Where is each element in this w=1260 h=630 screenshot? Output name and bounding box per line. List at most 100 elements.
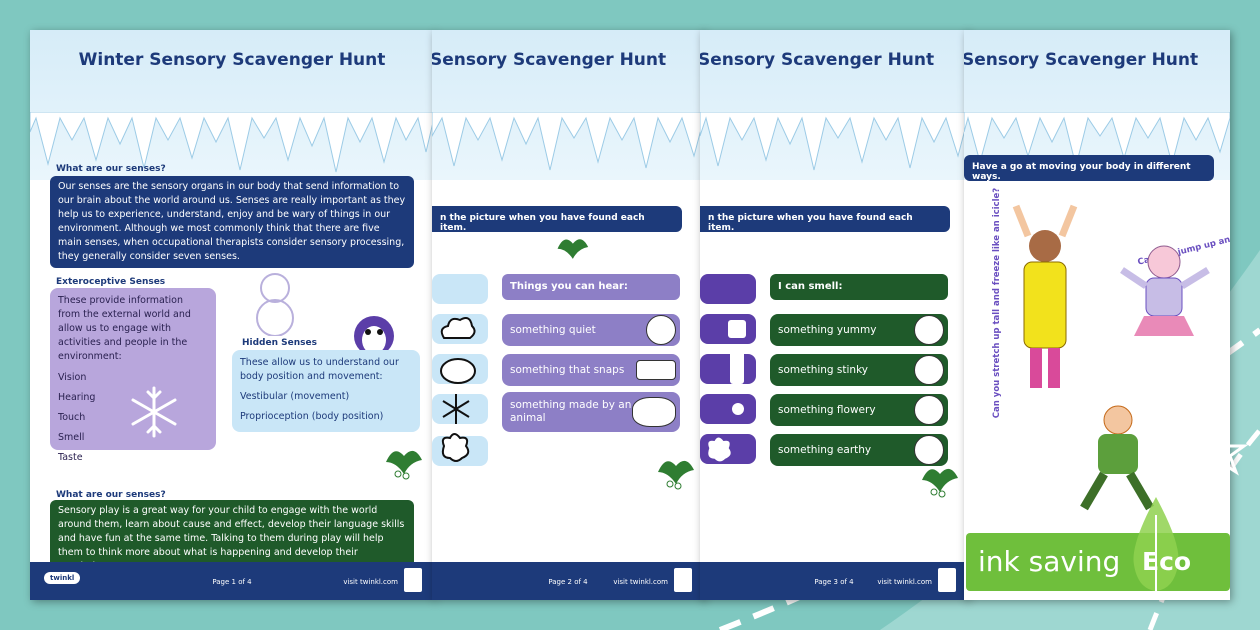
- picture-slot: [700, 394, 756, 424]
- hunt-item-label: something earthy: [778, 443, 872, 456]
- ink-saving-eco-badge: ink saving Eco: [966, 497, 1230, 591]
- picture-slot: [700, 434, 756, 464]
- page-top-band: [432, 30, 704, 180]
- picture-slot: [700, 314, 756, 344]
- page-top-band: [700, 30, 968, 180]
- worksheet-page-3: Sensory Scavenger Hunt n the picture whe…: [700, 30, 968, 600]
- hunt-item[interactable]: something that snaps: [502, 354, 680, 386]
- icicles-decoration: [964, 112, 1230, 167]
- page-number: Page 2 of 4: [548, 578, 588, 586]
- hidden-senses-heading: Hidden Senses: [242, 338, 317, 348]
- hidden-senses-body: These allow us to understand our body po…: [240, 357, 399, 382]
- quality-badge: [674, 568, 692, 592]
- holly-icon: [922, 468, 958, 498]
- hunt-item[interactable]: something flowery: [770, 394, 948, 426]
- worksheet-page-1: Winter Sensory Scavenger Hunt What are o…: [30, 30, 434, 600]
- exteroceptive-heading: Exteroceptive Senses: [56, 277, 166, 287]
- hidden-senses-box: These allow us to understand our body po…: [232, 350, 420, 432]
- face-icon: [646, 315, 676, 345]
- hunt-item-label: something quiet: [510, 323, 596, 336]
- picture-slot: [432, 274, 488, 304]
- senses-intro-box: Our senses are the sensory organs in our…: [50, 176, 414, 268]
- senses-list: Vision Hearing Touch Smell Taste: [58, 368, 208, 468]
- hunt-item[interactable]: something stinky: [770, 354, 948, 386]
- instruction-banner: n the picture when you have found each i…: [432, 206, 682, 233]
- hunt-item[interactable]: something quiet: [502, 314, 680, 346]
- hunt-item-label: something made by an animal: [510, 399, 632, 424]
- child-jumping-illustration: [1120, 245, 1210, 336]
- sense-item: Taste: [58, 452, 83, 463]
- worksheet-page-2: Sensory Scavenger Hunt n the picture whe…: [432, 30, 704, 600]
- section-heading: What are our senses?: [56, 164, 166, 174]
- sense-item: Smell: [58, 432, 85, 443]
- child-running-illustration: [1080, 405, 1154, 511]
- page-footer: Page 3 of 4 visit twinkl.com: [700, 562, 968, 600]
- page-number: Page 1 of 4: [212, 578, 252, 586]
- icicles-decoration: [700, 112, 968, 171]
- icicles-decoration: [432, 112, 704, 171]
- ink-saving-label: ink saving: [978, 545, 1121, 578]
- page-footer: Page 2 of 4 visit twinkl.com: [432, 562, 704, 600]
- hunt-item[interactable]: something yummy: [770, 314, 948, 346]
- stink-lines-icon: [914, 355, 944, 385]
- snowflake-icon: [131, 386, 177, 438]
- picture-slot: [700, 348, 756, 384]
- sense-item: Vision: [58, 372, 87, 383]
- worksheet-page-4: Sensory Scavenger Hunt Have a go at movi…: [964, 30, 1230, 600]
- page-title: Winter Sensory Scavenger Hunt: [78, 50, 386, 70]
- icicles-decoration: [30, 112, 434, 173]
- snowman-icon: [256, 273, 294, 336]
- page-number: Page 3 of 4: [814, 578, 854, 586]
- hunt-item-label: something flowery: [778, 403, 876, 416]
- exteroceptive-body: These provide information from the exter…: [58, 295, 191, 362]
- picture-slot: [432, 394, 488, 424]
- holly-icon: [658, 460, 694, 490]
- rectangle-shape: [730, 348, 744, 384]
- sense-item: Touch: [58, 412, 86, 423]
- oval-icon: [440, 358, 476, 384]
- holly-icon: [386, 450, 422, 480]
- list-heading: I can smell:: [770, 274, 948, 300]
- nest-icon: [632, 397, 676, 427]
- picture-slot: [700, 274, 756, 304]
- section-heading: What are our senses?: [56, 490, 166, 500]
- page-title: Sensory Scavenger Hunt: [700, 50, 935, 70]
- circle-shape: [732, 403, 744, 415]
- page-title: Sensory Scavenger Hunt: [964, 50, 1199, 70]
- square-shape: [728, 320, 746, 338]
- twinkl-logo: twinkl: [44, 572, 81, 584]
- page-footer: twinkl Page 1 of 4 visit twinkl.com: [30, 562, 434, 600]
- list-heading: Things you can hear:: [502, 274, 680, 300]
- instruction-banner: n the picture when you have found each i…: [700, 206, 950, 233]
- hidden-sense-item: Proprioception (body position): [240, 411, 384, 422]
- snowflake-icon: [442, 394, 470, 424]
- exteroceptive-box: These provide information from the exter…: [50, 288, 216, 463]
- penguin-icon: [354, 316, 394, 356]
- eco-label: Eco: [1142, 547, 1192, 576]
- quality-badge: [404, 568, 422, 592]
- twig-icon: [636, 360, 676, 380]
- hidden-sense-item: Vestibular (movement): [240, 391, 350, 402]
- visit-link: visit twinkl.com: [877, 578, 932, 586]
- page-title: Sensory Scavenger Hunt: [432, 50, 667, 70]
- holly-icon: [557, 239, 589, 259]
- hunt-item[interactable]: something made by an animal: [502, 392, 680, 432]
- cloud-icon: [440, 317, 476, 339]
- visit-link: visit twinkl.com: [343, 578, 398, 586]
- hunt-item[interactable]: something earthy: [770, 434, 948, 466]
- quality-badge: [938, 568, 956, 592]
- splat-icon: [708, 437, 731, 462]
- sense-item: Hearing: [58, 392, 96, 403]
- flower-icon: [914, 395, 944, 425]
- leaf-icon: [914, 435, 944, 465]
- splat-icon: [441, 433, 470, 462]
- visit-link: visit twinkl.com: [613, 578, 668, 586]
- apple-icon: [914, 315, 944, 345]
- hunt-item-label: something that snaps: [510, 363, 625, 376]
- child-stretching-illustration: [1012, 204, 1078, 388]
- hunt-item-label: something yummy: [778, 323, 877, 336]
- hunt-item-label: something stinky: [778, 363, 869, 376]
- star-outlines-decoration: [1161, 355, 1249, 476]
- leaf-drop-icon: [1133, 497, 1179, 591]
- instruction-banner: Have a go at moving your body in differe…: [964, 155, 1214, 182]
